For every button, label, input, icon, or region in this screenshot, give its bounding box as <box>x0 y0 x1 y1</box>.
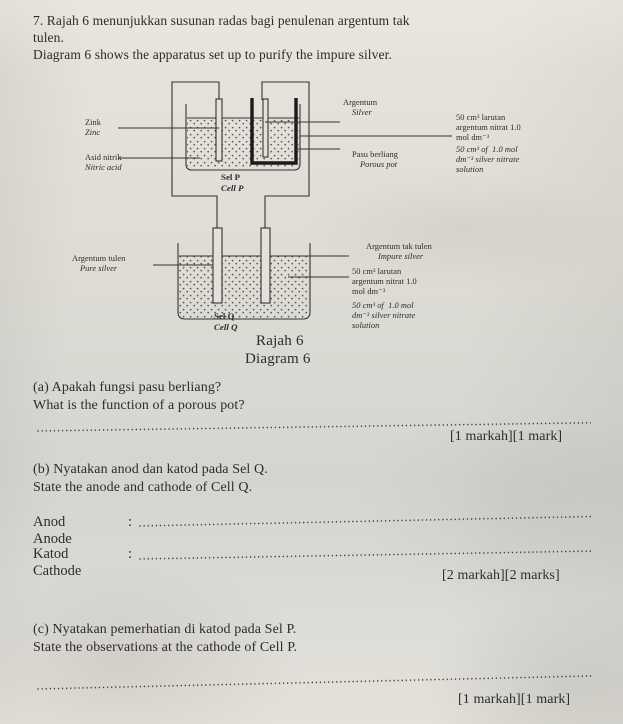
field-anode-answer-line[interactable] <box>137 515 593 527</box>
solution-q-en-line2: dm⁻³ silver nitrate <box>352 311 416 320</box>
solution-q-en-line1: 50 cm³ of 1.0 mol <box>352 301 414 310</box>
solution-q-my-line2: argentum nitrat 1.0 <box>352 277 417 286</box>
solution-q-my-line1: 50 cm³ larutan <box>352 267 402 276</box>
cell-p-name-my: Sel P <box>221 172 241 182</box>
question-stem-line-my-cont: tulen. <box>33 30 64 45</box>
solution-p-my-line2: argentum nitrat 1.0 <box>456 123 521 132</box>
label-pure-silver-en: Pure silver <box>80 264 118 273</box>
question-c-prompt-en: State the observations at the cathode of… <box>33 640 298 655</box>
label-silver-en: Silver <box>352 108 372 117</box>
label-nitric-acid-my: Asid nitrik <box>85 153 122 162</box>
diagram-caption-en: Diagram 6 <box>245 351 311 367</box>
diagram-6-apparatus: Zink Zinc Asid nitrik Nitric acid Argent… <box>72 81 521 367</box>
label-nitric-acid-en: Nitric acid <box>85 163 122 172</box>
label-impure-silver-my: Argentum tak tulen <box>366 242 432 251</box>
solution-p-en-line2: dm⁻³ silver nitrate <box>456 155 520 164</box>
label-zinc-my: Zink <box>85 118 102 127</box>
question-stem-line-en: Diagram 6 shows the apparatus set up to … <box>33 47 392 62</box>
solution-p-my-line1: 50 cm³ larutan <box>456 113 506 122</box>
question-c-prompt-my: (c) Nyatakan pemerhatian di katod pada S… <box>33 622 297 637</box>
field-anode-label-en: Anode <box>33 531 72 547</box>
question-c-answer-line[interactable] <box>35 674 593 690</box>
cell-q-name-my: Sel Q <box>214 311 235 321</box>
solution-p-en-line3: solution <box>456 165 484 174</box>
label-pure-silver-my: Argentum tulen <box>72 254 126 263</box>
field-anode-colon: : <box>128 514 133 530</box>
label-zinc-en: Zinc <box>85 128 101 137</box>
label-porous-pot-en: Porous pot <box>360 160 398 169</box>
question-a-marks: [1 markah][1 mark] <box>450 429 563 444</box>
label-impure-silver-en: Impure silver <box>378 252 424 261</box>
diagram-caption-my: Rajah 6 <box>256 333 304 349</box>
solution-q-en-line3: solution <box>352 321 380 330</box>
solution-p-my-line3: mol dm⁻³ <box>456 133 490 142</box>
field-cathode-label-en: Cathode <box>33 563 82 579</box>
label-porous-pot-my: Pasu berliang <box>352 150 399 159</box>
question-a-prompt-en: What is the function of a porous pot? <box>33 398 245 413</box>
field-cathode-answer-line[interactable] <box>137 550 593 560</box>
solution-p-en-line1: 50 cm³ of 1.0 mol <box>456 145 518 154</box>
field-cathode-label-my: Katod <box>33 546 69 562</box>
question-a-prompt-my: (a) Apakah fungsi pasu berliang? <box>33 380 222 395</box>
question-c-marks: [1 markah][1 mark] <box>458 692 571 707</box>
question-b-prompt-my: (b) Nyatakan anod dan katod pada Sel Q. <box>33 462 268 477</box>
apparatus-svg <box>118 81 452 320</box>
question-b-prompt-en: State the anode and cathode of Cell Q. <box>33 480 253 495</box>
question-b-marks: [2 markah][2 marks] <box>442 568 560 583</box>
solution-q-my-line3: mol dm⁻³ <box>352 287 386 296</box>
label-silver-my: Argentum <box>343 98 378 107</box>
question-stem-line-my: 7. Rajah 6 menunjukkan susunan radas bag… <box>33 13 410 28</box>
cell-q-name-en: Cell Q <box>214 322 238 332</box>
cell-p-name-en: Cell P <box>221 183 244 193</box>
field-anode-label-my: Anod <box>33 514 66 530</box>
field-cathode-colon: : <box>128 546 133 562</box>
